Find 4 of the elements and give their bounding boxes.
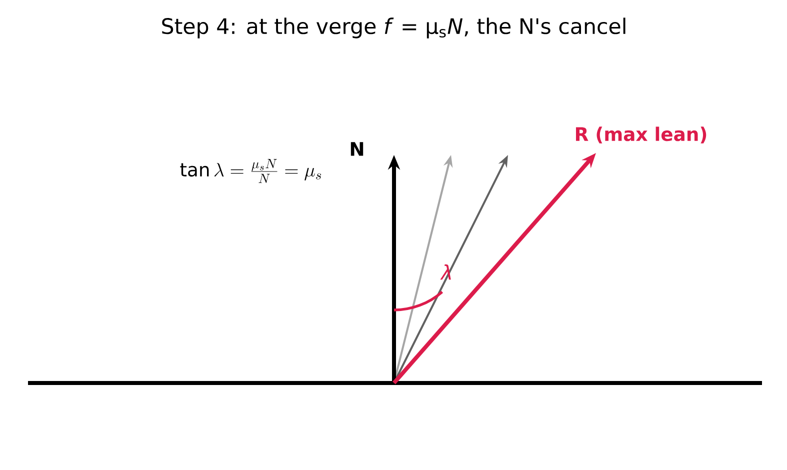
force-label: R (max lean) — [576, 126, 706, 144]
force-label: N — [350, 142, 364, 156]
title: Step 4: at the verge f = μ$_{s}$N, the N's cancel — [162, 18, 626, 38]
formula: $\tan\lambda = \frac{\mu_s N}{N} = \mu_s$ — [180, 159, 322, 183]
